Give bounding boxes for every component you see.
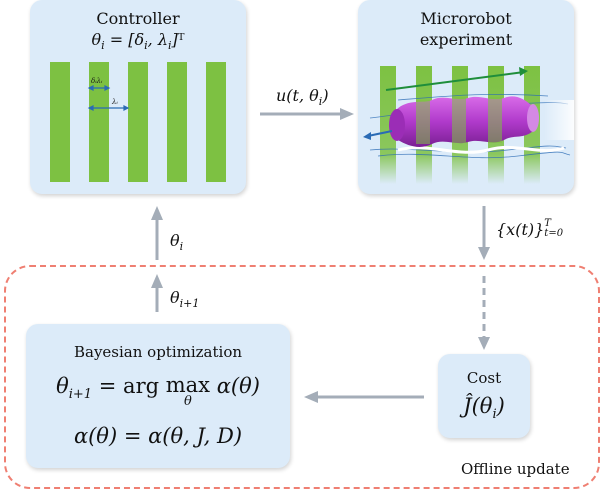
microrobot-illustration (363, 66, 574, 184)
theta-next-label: θi+1 (170, 288, 200, 311)
argmax-subscript: θ (183, 394, 192, 409)
stripe-pattern-illustration: δᵢλᵢ λᵢ (50, 62, 226, 182)
force-arrow-icon (385, 67, 528, 91)
microrobot-body (389, 96, 539, 147)
control-input-label: u(t, θi) (276, 86, 329, 109)
theta-i-label: θi (170, 231, 184, 254)
robot-wake (397, 145, 565, 154)
offline-update-label: Offline update (461, 460, 570, 478)
arrow-cost-to-bayes (304, 391, 424, 403)
cost-value: Ĵ(θi) (463, 394, 505, 423)
light-glow (544, 100, 574, 140)
microrobot-experiment-box: Microrobot experiment (358, 0, 574, 194)
motion-arrow-icon (363, 130, 393, 140)
cost-title: Cost (466, 369, 502, 387)
experiment-title-line2: experiment (419, 30, 513, 49)
offline-update-region (4, 265, 600, 489)
arrow-controller-to-experiment (260, 108, 354, 120)
lambda-label: λᵢ (111, 98, 118, 106)
bayes-acquisition-equation: α(θ) = α(θ, J, D) (73, 424, 243, 448)
stripe-dimension-arrows (87, 85, 130, 111)
bayes-title: Bayesian optimization (73, 343, 243, 361)
controller-parameter-equation: θi = [δi, λi]ᵀ (91, 30, 185, 53)
green-stripes (50, 62, 226, 182)
controller-title: Controller (96, 9, 180, 28)
controller-box: Controller θi = [δi, λi]ᵀ δᵢλᵢ λᵢ (30, 0, 246, 194)
delta-lambda-label: δᵢλᵢ (91, 77, 103, 85)
cost-box: Cost Ĵ(θi) (438, 354, 530, 438)
arrow-bayes-to-controller (151, 206, 163, 312)
experiment-title-line1: Microrobot (420, 9, 512, 28)
arrow-experiment-to-cost (478, 206, 490, 350)
